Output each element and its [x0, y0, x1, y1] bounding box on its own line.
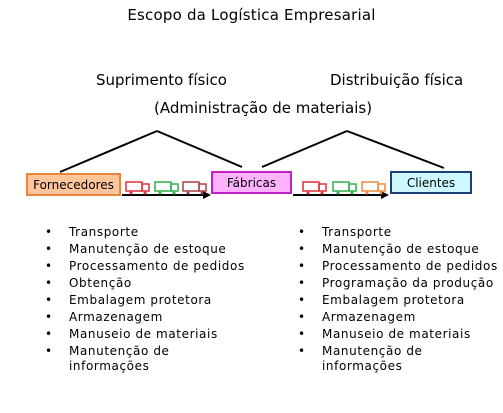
list-item: Embalagem protetora	[45, 293, 249, 308]
list-item: Manutenção de informações	[298, 344, 502, 374]
supply-activities-list: Transporte Manutenção de estoque Process…	[45, 225, 249, 376]
list-item: Transporte	[298, 225, 502, 240]
list-item: Obtenção	[45, 276, 249, 291]
list-item: Armazenagem	[45, 310, 249, 325]
factories-node: Fábricas	[211, 171, 292, 194]
list-item: Armazenagem	[298, 310, 502, 325]
distribution-roof-right	[346, 130, 445, 169]
flow-arrow-distribution	[293, 191, 389, 199]
list-item: Processamento de pedidos	[298, 259, 502, 274]
list-item: Manutenção de estoque	[45, 242, 249, 257]
list-item: Manutenção de estoque	[298, 242, 502, 257]
diagram-title: Escopo da Logística Empresarial	[127, 6, 376, 24]
list-item: Manuseio de materiais	[298, 327, 502, 342]
distribution-roof-left	[261, 130, 348, 168]
supply-roof-right	[156, 130, 243, 168]
list-item: Manuseio de materiais	[45, 327, 249, 342]
supply-roof-left	[59, 130, 158, 173]
admin-label: (Administração de materiais)	[154, 99, 373, 117]
list-item: Programação da produção	[298, 276, 502, 291]
list-item: Processamento de pedidos	[45, 259, 249, 274]
clients-node: Clientes	[390, 171, 472, 194]
truck-red-icon	[302, 181, 327, 195]
truck-green-icon	[154, 181, 179, 195]
list-item: Manutenção de informações	[45, 344, 249, 374]
suppliers-node: Fornecedores	[26, 173, 121, 196]
supply-label: Suprimento físico	[96, 71, 227, 89]
distribution-label: Distribuição física	[330, 71, 464, 89]
list-item: Embalagem protetora	[298, 293, 502, 308]
list-item: Transporte	[45, 225, 249, 240]
truck-dark-red-icon	[182, 181, 207, 195]
truck-orange-icon	[361, 181, 386, 195]
truck-red-icon	[125, 181, 150, 195]
truck-green-icon	[332, 181, 357, 195]
flow-arrow-supply	[122, 191, 211, 199]
distribution-activities-list: Transporte Manutenção de estoque Process…	[298, 225, 502, 376]
